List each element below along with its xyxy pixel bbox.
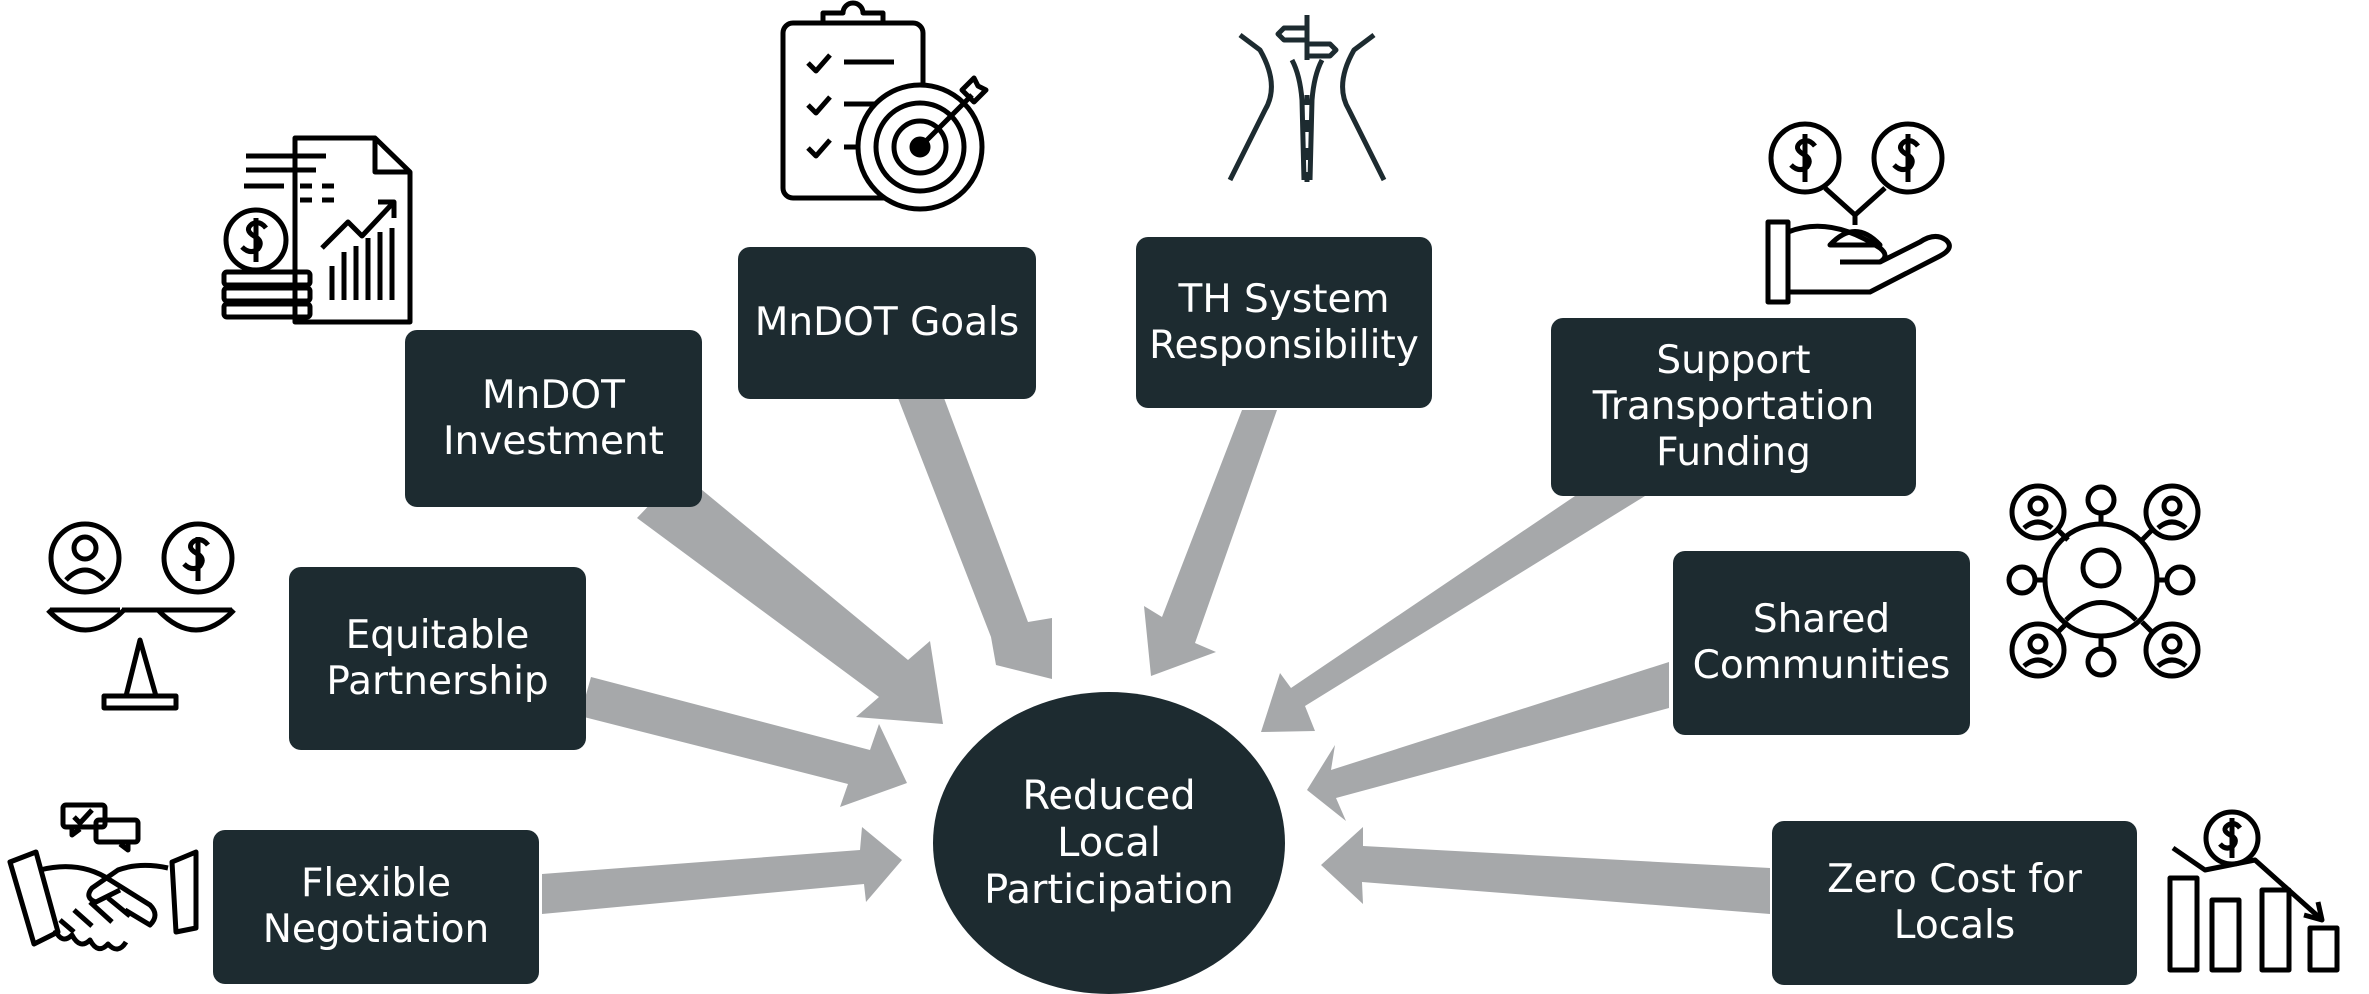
arrow-from-flexible-negotiation: [542, 827, 902, 914]
handshake-icon: [7, 802, 199, 952]
factor-box-flexible-negotiation: Flexible Negotiation: [213, 830, 539, 984]
factor-label: Zero Cost for Locals: [1827, 857, 2082, 948]
factor-label: Equitable Partnership: [326, 612, 549, 704]
arrow-from-th-system: [1144, 410, 1277, 676]
money-hand-icon: [1765, 121, 1952, 305]
factor-box-shared-communities: Shared Communities: [1673, 551, 1970, 735]
network-people-icon: [2006, 483, 2201, 679]
factor-box-equitable-partnership: Equitable Partnership: [289, 567, 586, 750]
factor-box-th-system-responsibility: TH System Responsibility: [1136, 237, 1432, 408]
arrow-from-zero-cost: [1321, 827, 1770, 914]
factor-box-support-transportation-funding: Support Transportation Funding: [1551, 318, 1916, 496]
factor-label: MnDOT Investment: [443, 372, 664, 464]
factor-box-mndot-investment: MnDOT Investment: [405, 330, 702, 507]
road-signpost-icon: [1227, 15, 1387, 182]
arrow-from-support-funding: [1261, 496, 1645, 732]
center-label: Reduced Local Participation: [984, 772, 1234, 913]
financial-report-icon: [221, 135, 413, 325]
factor-label: Support Transportation Funding: [1592, 338, 1875, 475]
arrow-from-shared-communities: [1307, 662, 1669, 821]
arrow-from-equitable-partnership: [580, 677, 907, 807]
arrow-from-mndot-goals: [898, 398, 1052, 679]
factor-label: MnDOT Goals: [754, 300, 1020, 345]
factor-label: Shared Communities: [1692, 597, 1951, 688]
clipboard-target-icon: [780, 0, 989, 212]
factor-box-mndot-goals: MnDOT Goals: [738, 247, 1036, 399]
factor-label: Flexible Negotiation: [262, 861, 490, 952]
center-outcome: Reduced Local Participation: [933, 692, 1285, 994]
declining-cost-chart-icon: [2167, 809, 2340, 973]
arrows: [542, 398, 1770, 914]
factor-label: TH System Responsibility: [1149, 276, 1419, 368]
factor-box-zero-cost-for-locals: Zero Cost for Locals: [1772, 821, 2137, 985]
balance-scale-icon: [46, 521, 236, 711]
arrow-from-mndot-investment: [637, 480, 943, 724]
